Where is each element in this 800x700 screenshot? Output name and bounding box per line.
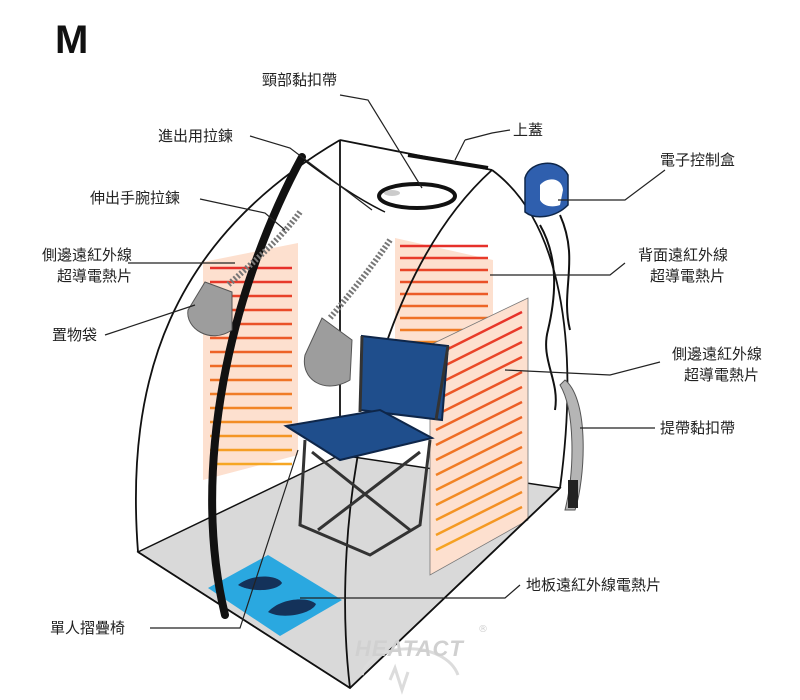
right-side-heater (429, 297, 529, 576)
leader-lines (104, 94, 666, 629)
strap-velcro (559, 379, 584, 511)
folding-chair (283, 334, 450, 557)
label-top-cover: 上蓋 (513, 121, 544, 139)
right-pouch (303, 317, 353, 387)
label-back-heater-line2: 超導電熱片 (650, 267, 726, 285)
label-side-heater-right-line1: 側邊遠紅外線 (672, 345, 763, 363)
brand-watermark-mark (360, 647, 460, 695)
leader-neck-velcro (339, 94, 423, 189)
brand-watermark: HEATACT (355, 636, 464, 661)
leader-folding-chair (150, 449, 299, 629)
leader-control-box (558, 169, 666, 201)
label-side-heater-left-line2: 超導電熱片 (56, 267, 132, 285)
leader-top-cover (454, 129, 511, 161)
size-mark: M (55, 18, 89, 62)
control-box (524, 162, 571, 411)
entry-zipper (208, 153, 306, 619)
label-control-box: 電子控制盒 (660, 151, 736, 169)
leader-back-heater (490, 262, 626, 276)
label-pouch: 置物袋 (52, 326, 98, 344)
label-back-heater-line1: 背面遠紅外線 (638, 246, 729, 264)
label-side-heater-right-line2: 超導電熱片 (684, 366, 760, 384)
leader-floor-heater (300, 584, 521, 599)
floor-heater-mat (208, 555, 342, 636)
leader-pouch (104, 304, 196, 336)
neck-ring (377, 182, 457, 210)
leader-entry-zipper (249, 135, 373, 211)
label-side-heater-left-line1: 側邊遠紅外線 (41, 246, 132, 264)
leader-side-heater-right (504, 361, 661, 376)
leader-wrist-zipper (199, 198, 286, 231)
label-neck-velcro: 頸部黏扣帶 (262, 71, 338, 89)
footprint-right (268, 599, 316, 616)
top-cover (407, 153, 489, 170)
footprint-left (238, 576, 282, 591)
label-strap-velcro: 提帶黏扣帶 (660, 419, 736, 437)
label-folding-chair: 單人摺疊椅 (50, 619, 126, 637)
left-wrist-sleeve (225, 210, 303, 288)
label-wrist-zipper: 伸出手腕拉鍊 (90, 189, 181, 207)
right-wrist-sleeve (327, 238, 393, 320)
left-pouch (187, 281, 233, 337)
label-floor-heater: 地板遠紅外線電熱片 (526, 576, 662, 594)
brand-registered-mark: ® (478, 624, 488, 635)
label-entry-zipper: 進出用拉鍊 (158, 127, 234, 145)
